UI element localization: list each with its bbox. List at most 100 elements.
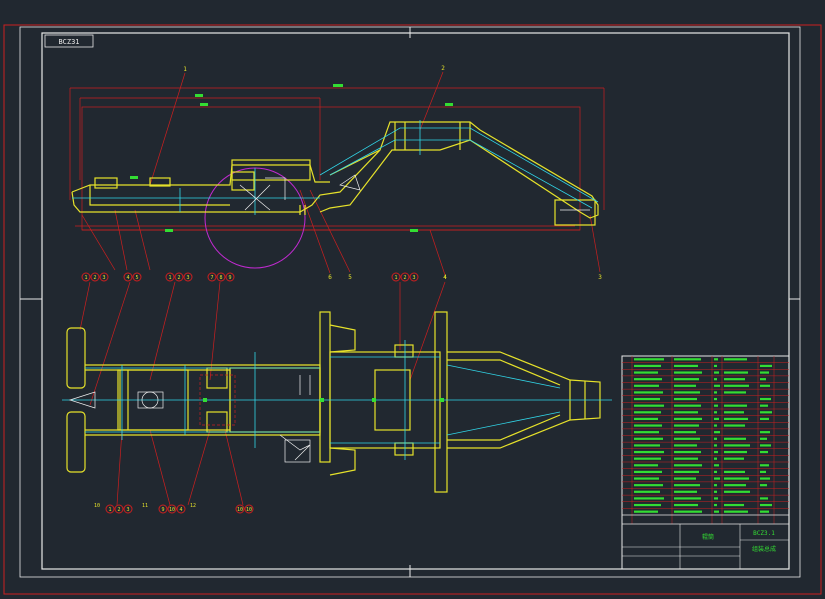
plan-detail-lines bbox=[68, 375, 311, 463]
bom-cell-mark bbox=[714, 358, 718, 361]
top-frame-geometry bbox=[71, 121, 599, 226]
bottom-label-11: 11 bbox=[142, 503, 148, 509]
bom-cell-mark bbox=[674, 391, 700, 394]
plan-leaders bbox=[79, 281, 446, 506]
top-dim-labels bbox=[130, 84, 453, 232]
bom-cell-mark bbox=[714, 404, 718, 407]
top-callout-labels: 1 2 3 4 5 6 bbox=[183, 65, 602, 281]
bom-cell-mark bbox=[760, 484, 767, 487]
bom-cell-mark bbox=[634, 417, 658, 421]
svg-text:2: 2 bbox=[403, 275, 406, 281]
bom-cell-mark bbox=[724, 371, 748, 374]
bom-cell-mark bbox=[634, 424, 662, 427]
balloon-group-top-4: 7 8 9 bbox=[207, 272, 235, 282]
balloon-group-top-1: 1 2 3 bbox=[81, 272, 109, 282]
bom-cell-mark bbox=[714, 470, 717, 474]
bom-cell-mark bbox=[760, 437, 767, 440]
bom-cell-mark bbox=[634, 391, 663, 394]
bom-cell-mark bbox=[634, 431, 659, 434]
bom-cell-mark bbox=[674, 371, 702, 374]
bom-cell-mark bbox=[674, 477, 696, 480]
bom-cell-mark bbox=[760, 503, 772, 507]
plan-view bbox=[62, 281, 612, 506]
bom-cell-mark bbox=[634, 404, 664, 407]
balloon-group-top-3: 1 2 3 bbox=[165, 272, 193, 282]
bom-cell-mark bbox=[674, 364, 698, 368]
bom-cell-mark bbox=[674, 484, 700, 487]
svg-text:4: 4 bbox=[179, 507, 182, 513]
bom-cell-mark bbox=[714, 477, 720, 480]
bom-cell-mark bbox=[674, 464, 702, 467]
bom-cell-mark bbox=[674, 358, 701, 361]
bom-cell-mark bbox=[674, 424, 699, 427]
top-callout-1: 1 bbox=[183, 66, 187, 73]
svg-text:9: 9 bbox=[228, 275, 231, 281]
top-callout-2: 2 bbox=[441, 65, 445, 72]
bom-cell-mark bbox=[760, 444, 771, 447]
bom-cell-mark bbox=[724, 417, 748, 421]
plan-red-hidden bbox=[199, 374, 236, 426]
bom-cell-mark bbox=[714, 444, 717, 447]
svg-text:3: 3 bbox=[102, 275, 105, 281]
bom-cell-mark bbox=[724, 510, 748, 513]
bom-cell-mark bbox=[674, 378, 699, 381]
bom-cell-mark bbox=[724, 450, 747, 454]
bom-cell-mark bbox=[634, 371, 658, 374]
bom-cell-mark bbox=[760, 371, 769, 374]
center-marks bbox=[20, 27, 800, 577]
bom-cell-mark bbox=[714, 490, 717, 493]
code-box bbox=[44, 34, 94, 48]
bom-cell-mark bbox=[634, 358, 664, 361]
bom-cell-mark bbox=[760, 464, 769, 467]
bom-cell-mark bbox=[724, 411, 744, 414]
svg-text:3: 3 bbox=[412, 275, 415, 281]
bom-cell-mark bbox=[634, 444, 660, 447]
svg-text:7: 7 bbox=[210, 275, 213, 281]
svg-text:4: 4 bbox=[126, 275, 129, 281]
balloon-group-top-2: 4 5 bbox=[123, 272, 142, 282]
svg-text:8: 8 bbox=[219, 275, 222, 281]
bom-cell-mark bbox=[674, 490, 697, 493]
balloon-group-bottom-2: 9 10 4 bbox=[158, 504, 186, 514]
bom-cell-mark bbox=[714, 497, 718, 500]
svg-text:2: 2 bbox=[177, 275, 180, 281]
bom-cell-mark bbox=[724, 384, 749, 387]
bom-cell-mark bbox=[674, 437, 700, 440]
bom-cell-mark bbox=[714, 411, 717, 414]
bom-cell-mark bbox=[760, 417, 769, 421]
bom-cell-mark bbox=[634, 477, 659, 480]
bom-cell-mark bbox=[760, 450, 768, 454]
bom-cell-mark bbox=[760, 470, 766, 474]
balloon-group-top-5: 1 2 3 bbox=[391, 272, 419, 282]
bom-cell-mark bbox=[760, 397, 771, 401]
svg-text:1: 1 bbox=[108, 507, 111, 513]
bom-cell-mark bbox=[674, 510, 702, 513]
bom-cell-mark bbox=[714, 424, 717, 427]
bom-cell-mark bbox=[714, 384, 720, 387]
bom-cell-mark bbox=[724, 477, 749, 480]
bom-cell-mark bbox=[634, 450, 664, 454]
bom-cell-mark bbox=[674, 431, 696, 434]
svg-text:1: 1 bbox=[84, 275, 87, 281]
bom-cell-mark bbox=[634, 490, 660, 493]
plan-frame-geometry bbox=[66, 311, 601, 493]
bom-cell-mark bbox=[674, 384, 696, 387]
bom-cell-mark bbox=[674, 450, 701, 454]
bom-cell-mark bbox=[634, 364, 661, 368]
bom-cell-mark bbox=[634, 437, 663, 440]
svg-text:5: 5 bbox=[135, 275, 138, 281]
bom-cell-mark bbox=[724, 391, 746, 394]
bom-cell-mark bbox=[714, 417, 719, 421]
top-centerlines bbox=[72, 120, 599, 215]
bom-cell-mark bbox=[724, 437, 746, 440]
bom-cell-mark bbox=[674, 417, 702, 421]
code-box-text: BCZ31 bbox=[58, 38, 79, 46]
bom-cell-mark bbox=[760, 404, 768, 407]
svg-text:3: 3 bbox=[126, 507, 129, 513]
bom-cell-mark bbox=[634, 510, 658, 513]
bom-cell-mark bbox=[634, 497, 664, 500]
svg-text:1: 1 bbox=[168, 275, 171, 281]
bom-cell-mark bbox=[724, 444, 750, 447]
bom-cell-mark bbox=[724, 484, 746, 487]
